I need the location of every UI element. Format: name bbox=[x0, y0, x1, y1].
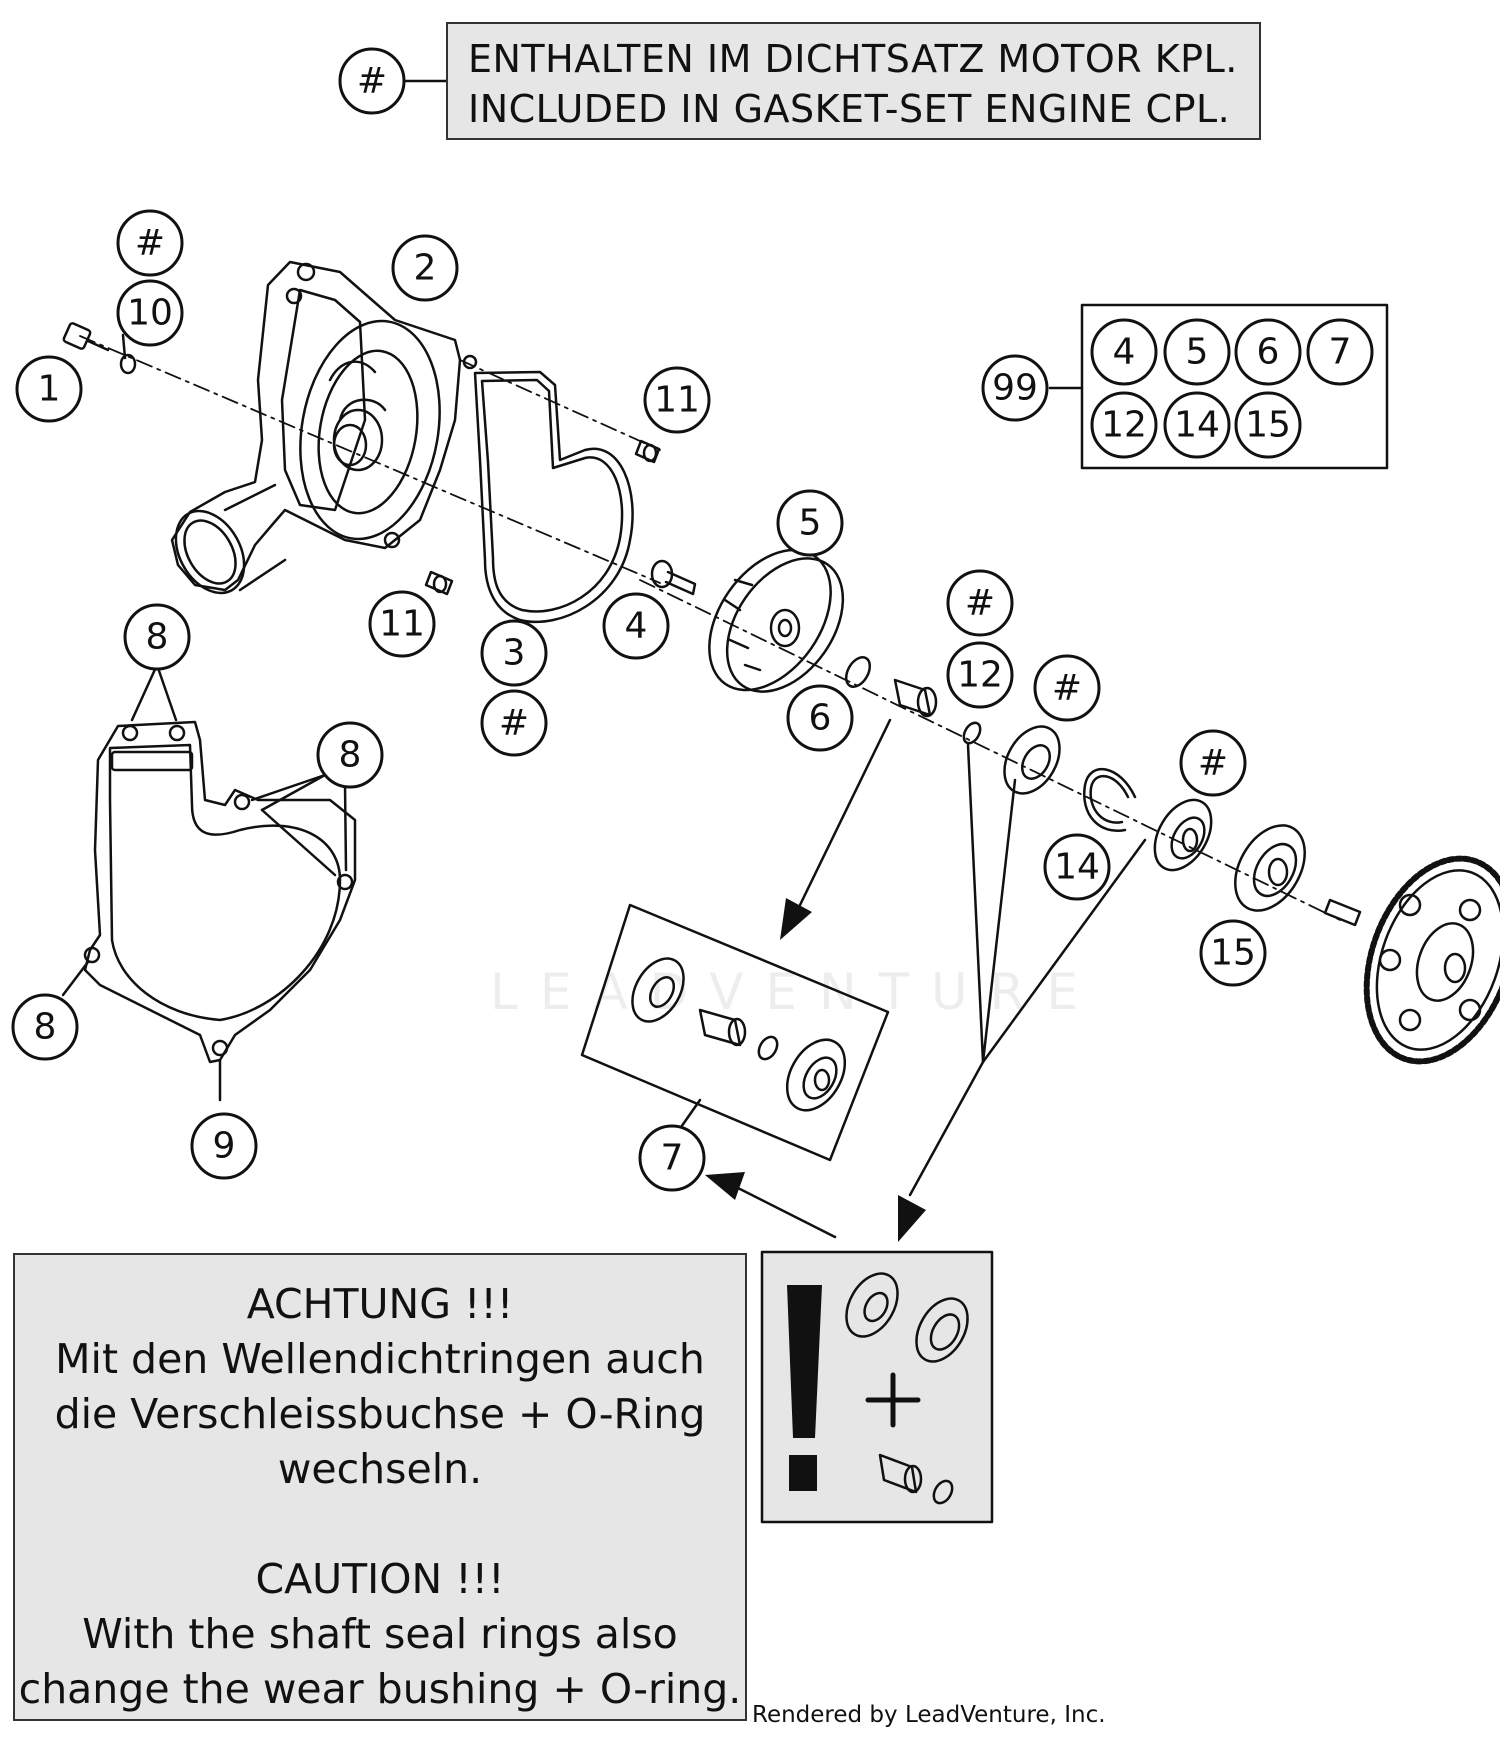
kit-part-6: 6 bbox=[1257, 332, 1280, 373]
washer-10 bbox=[119, 353, 137, 375]
callout-7: 7 bbox=[661, 1138, 684, 1179]
screw-part bbox=[62, 322, 137, 375]
water-pump-cover-part bbox=[170, 260, 478, 595]
callout-10: 10 bbox=[127, 293, 173, 334]
callout-12: 12 bbox=[957, 655, 1003, 696]
callout-hash-3: # bbox=[499, 703, 529, 744]
bearing-part bbox=[1234, 824, 1306, 912]
callout-15: 15 bbox=[1210, 933, 1256, 974]
callout-1: 1 bbox=[38, 369, 61, 410]
callout-8-right: 8 bbox=[339, 735, 362, 776]
caution-de-line2: die Verschleissbuchse + O-Ring bbox=[54, 1390, 706, 1438]
axis-line-upper bbox=[79, 335, 661, 584]
flat-gasket-part bbox=[83, 720, 357, 1064]
caution-de-line3: wechseln. bbox=[277, 1445, 483, 1493]
arrow-heads bbox=[705, 898, 926, 1242]
cover-gasket-inner bbox=[480, 378, 624, 613]
o-ring-12-part bbox=[962, 721, 982, 745]
dowel-pin-part bbox=[424, 439, 661, 596]
caution-note: ACHTUNG !!! Mit den Wellendichtringen au… bbox=[13, 1253, 747, 1721]
impeller-part bbox=[708, 548, 845, 693]
callout-4: 4 bbox=[625, 606, 648, 647]
caution-title-en: CAUTION !!! bbox=[255, 1555, 505, 1603]
cover-gasket-part bbox=[473, 370, 634, 624]
axis-line-gasket bbox=[459, 359, 661, 451]
arrows bbox=[730, 718, 1147, 1239]
kit-part-5: 5 bbox=[1186, 332, 1209, 373]
callout-9: 9 bbox=[213, 1126, 236, 1167]
callout-11-upper: 11 bbox=[654, 380, 700, 421]
caution-title-de: ACHTUNG !!! bbox=[246, 1280, 514, 1328]
callout-11-lower: 11 bbox=[379, 604, 425, 645]
kit-part-7: 7 bbox=[1329, 332, 1352, 373]
legend-hash-circle bbox=[338, 47, 406, 115]
circlip-part bbox=[1082, 767, 1137, 833]
exclamation-icon bbox=[787, 1285, 822, 1438]
callout-6: 6 bbox=[809, 698, 832, 739]
kit-part-12: 12 bbox=[1101, 405, 1147, 446]
callout-circles bbox=[11, 47, 1374, 1192]
leader-lines bbox=[61, 333, 348, 1102]
kit-part-15: 15 bbox=[1245, 405, 1291, 446]
callout-2: 2 bbox=[414, 248, 437, 289]
callout-hash-seal: # bbox=[1052, 668, 1082, 709]
kit-part-4: 4 bbox=[1113, 332, 1136, 373]
legend-line-en: INCLUDED IN GASKET-SET ENGINE CPL. bbox=[468, 87, 1231, 131]
gasket-set-legend: ENTHALTEN IM DICHTSATZ MOTOR KPL. INCLUD… bbox=[446, 22, 1261, 140]
kit-99-box bbox=[1080, 303, 1389, 470]
kit-part-14: 14 bbox=[1174, 405, 1220, 446]
replace-parts-box bbox=[760, 1250, 994, 1524]
kit-number: 99 bbox=[992, 368, 1038, 409]
callout-3: 3 bbox=[503, 633, 526, 674]
callout-hash-seal-lower: # bbox=[1198, 743, 1228, 784]
caution-de-line1: Mit den Wellendichtringen auch bbox=[55, 1335, 705, 1383]
callout-14: 14 bbox=[1054, 847, 1100, 888]
shaft-seal-lower-part bbox=[1153, 798, 1213, 872]
callout-hash-10: # bbox=[135, 223, 165, 264]
shaft-seal-upper-part bbox=[1003, 725, 1061, 795]
pump-shaft-gear-part bbox=[1323, 855, 1500, 1065]
callout-hash-12: # bbox=[965, 583, 995, 624]
impeller-screw-part bbox=[650, 559, 697, 596]
caution-en-line2: change the wear bushing + O-ring. bbox=[18, 1665, 742, 1713]
axis-line-shaft bbox=[639, 579, 1341, 921]
wear-bushing-part bbox=[893, 678, 938, 718]
callout-8-top: 8 bbox=[146, 617, 169, 658]
render-credit: Rendered by LeadVenture, Inc. bbox=[752, 1702, 1106, 1728]
callout-5: 5 bbox=[799, 503, 822, 544]
o-ring-6-part bbox=[844, 656, 872, 688]
circlip-inner bbox=[1089, 774, 1130, 824]
legend-hash-label: # bbox=[357, 61, 387, 102]
callout-8-left: 8 bbox=[34, 1007, 57, 1048]
caution-en-line1: With the shaft seal rings also bbox=[82, 1610, 678, 1658]
seal-kit-box bbox=[580, 903, 890, 1162]
legend-line-de: ENTHALTEN IM DICHTSATZ MOTOR KPL. bbox=[468, 37, 1238, 81]
